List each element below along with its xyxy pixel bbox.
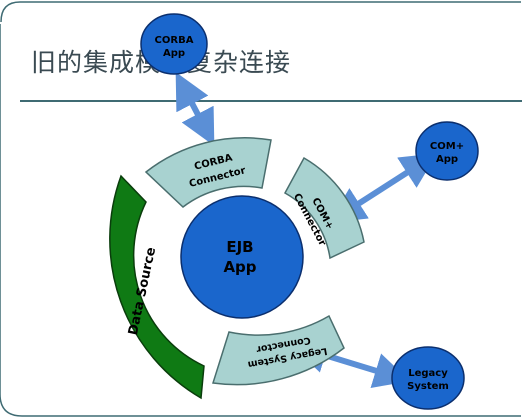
ejb-app-circle xyxy=(180,195,304,319)
data-source-arc xyxy=(109,174,205,400)
ejb-app-label-line2: App xyxy=(223,258,256,276)
legacy-system-label-line1: Legacy xyxy=(408,368,448,379)
com-app-label-line1: COM+ xyxy=(430,141,464,152)
corba-connector-shape xyxy=(144,137,272,208)
corba-link-arrow xyxy=(175,72,215,146)
com-app-label-line2: App xyxy=(436,154,458,165)
legacy-system-circle xyxy=(391,346,465,410)
corba-app-circle xyxy=(140,13,208,75)
corba-app-label-line1: CORBA xyxy=(155,35,194,46)
legacy-connector-shape xyxy=(212,314,345,386)
com-connector-shape xyxy=(283,156,365,260)
ejb-app-label-line1: EJB xyxy=(226,238,253,256)
com-app-circle xyxy=(415,121,479,181)
corba-app-label-line2: App xyxy=(163,48,185,59)
com-link-arrow xyxy=(328,153,438,223)
legacy-system-label-line2: System xyxy=(407,381,449,392)
